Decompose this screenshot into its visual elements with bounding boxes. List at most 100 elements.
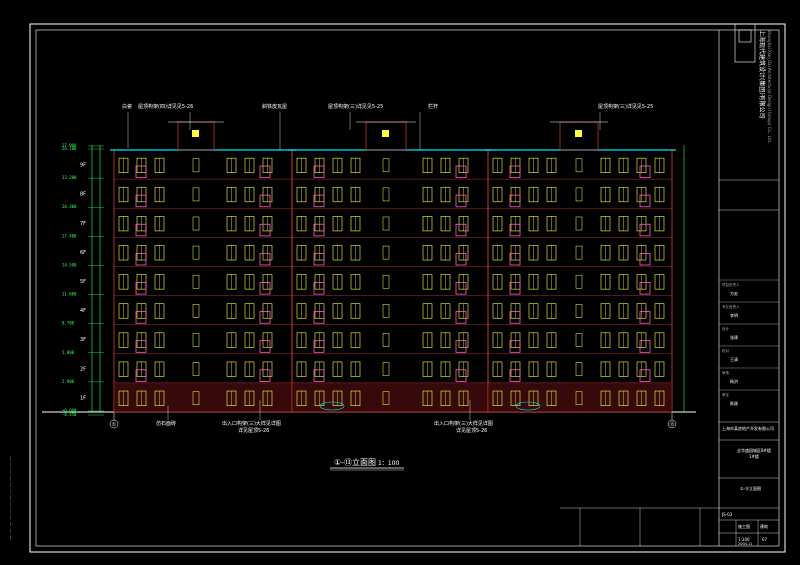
balcony-railing <box>639 340 651 353</box>
core-vent-window <box>575 130 582 137</box>
tower-segment-2 <box>288 121 492 413</box>
elevation-label: 17.400 <box>62 233 77 238</box>
elevation-dimension-ruler <box>91 145 101 412</box>
title-row-value: 陈刚 <box>730 400 738 406</box>
core-window <box>382 187 390 202</box>
elevation-label: 11.600 <box>62 292 77 297</box>
balcony-railing <box>259 340 271 353</box>
balcony-railing <box>313 252 325 266</box>
core-window <box>382 333 390 347</box>
balcony-railing <box>639 194 651 208</box>
balcony-railing <box>509 252 521 266</box>
core-window <box>575 333 583 347</box>
title-row-value: 李明 <box>730 312 738 318</box>
core-window <box>382 245 390 260</box>
client-name: 上海市某房地产开发有限公司 <box>722 425 774 431</box>
ground-floor-base <box>292 382 488 412</box>
date-value: 2004.11 <box>738 542 752 546</box>
core-window <box>575 362 583 376</box>
company-name-en: Shanghai Xian Dai Architectural Design (… <box>767 30 772 143</box>
core-window <box>192 245 200 260</box>
core-window <box>382 158 390 173</box>
title-block-drawing-name: ①-⑬立面图 <box>740 485 761 491</box>
wall-outline <box>291 149 489 413</box>
roof-note-4: 屋顶构架(三)详见见5-25 <box>328 103 383 110</box>
title-row-label: 设计 <box>722 326 730 331</box>
core-window <box>575 304 583 318</box>
balcony-railing <box>455 165 467 179</box>
balcony-railing <box>639 282 651 295</box>
core-window <box>192 216 200 231</box>
elevation-label: -0.450 <box>62 412 77 417</box>
company-name-cn: 上海现代建筑设计(集团)有限公司 <box>758 30 766 119</box>
floor-label-8f: 8F <box>80 192 86 198</box>
balcony-railing <box>259 369 271 382</box>
balcony-railing <box>259 252 271 266</box>
balcony-railing <box>509 369 521 382</box>
drawing-title-text: ①-⑬立面图 <box>334 457 376 467</box>
title-row-value: 张建 <box>730 334 738 340</box>
elevation-label: 27.900 <box>62 143 77 148</box>
sub-project-name: 1#楼 <box>749 453 759 459</box>
tower-segment-3 <box>484 121 676 413</box>
ground-floor-base <box>114 382 292 412</box>
entrance-canopy <box>319 401 345 411</box>
balcony-railing <box>509 194 521 208</box>
roof-note-6: 屋顶构架(三)详见见5-25 <box>598 103 653 110</box>
balcony-railing <box>639 223 651 237</box>
tower-segment-1 <box>110 121 296 413</box>
entrance-canopy <box>515 401 541 411</box>
balcony-railing <box>135 311 147 324</box>
balcony-railing <box>313 369 325 382</box>
roof-note-2: 屋顶构架(四)详见见5-26 <box>138 103 193 110</box>
core-window <box>382 274 390 289</box>
wall-outline <box>113 149 293 413</box>
note-entrance-right-2: 详见屋顶5-26 <box>456 427 487 434</box>
balcony-railing <box>313 340 325 353</box>
axis-label-left: ① <box>112 422 117 428</box>
balcony-railing <box>135 194 147 208</box>
note-entrance-left-2: 详见屋顶5-26 <box>238 427 269 434</box>
balcony-railing <box>455 252 467 266</box>
core-window <box>575 274 583 289</box>
core-window <box>192 187 200 202</box>
balcony-railing <box>639 369 651 382</box>
drawing-number: JS-03 <box>721 512 733 517</box>
balcony-railing <box>455 194 467 208</box>
scale-value: 1:100 <box>738 537 750 542</box>
core-window <box>192 158 200 173</box>
drawing-scale-text: 1：100 <box>378 460 399 467</box>
balcony-railing <box>313 311 325 324</box>
note-entrance-right-1: 出入口构架(三)大样见详图 <box>434 420 493 427</box>
floor-label-1f: 1F <box>80 395 86 401</box>
balcony-railing <box>313 223 325 237</box>
elevation-label: 8.700 <box>62 321 75 326</box>
axis-bubble-left: ① <box>109 412 119 429</box>
balcony-railing <box>313 194 325 208</box>
balcony-railing <box>509 165 521 179</box>
company-logo-icon <box>734 23 756 63</box>
balcony-railing <box>455 282 467 295</box>
floor-label-7f: 7F <box>80 221 86 227</box>
project-name: 全华盛园城区8#楼 <box>737 447 771 453</box>
floor-label-2f: 2F <box>80 366 86 372</box>
core-vent-window <box>382 130 389 137</box>
elevation-label: ±0.000 <box>62 408 77 413</box>
balcony-railing <box>455 340 467 353</box>
roof-note-3: 斜铁皮瓦屋 <box>262 103 287 110</box>
balcony-railing <box>135 282 147 295</box>
note-entrance-left-1: 出入口构架(三)大样见详图 <box>222 420 281 427</box>
title-row-label: 审定 <box>722 392 730 397</box>
core-window <box>192 274 200 289</box>
bottom-annotations: 仿石面砖 出入口构架(三)大样见详图 详见屋顶5-26 出入口构架(三)大样见详… <box>156 400 493 434</box>
core-window <box>192 304 200 318</box>
elevation-label: 14.500 <box>62 262 77 267</box>
balcony-railing <box>509 223 521 237</box>
roof-annotations: 白瓷 屋顶构架(四)详见见5-26 斜铁皮瓦屋 屋顶构架(三)详见见5-25 栏… <box>122 103 653 150</box>
balcony-railing <box>455 223 467 237</box>
balcony-railing <box>639 311 651 324</box>
elevation-label: 26.100 <box>62 146 77 151</box>
outer-frame <box>29 23 786 553</box>
balcony-railing <box>135 340 147 353</box>
